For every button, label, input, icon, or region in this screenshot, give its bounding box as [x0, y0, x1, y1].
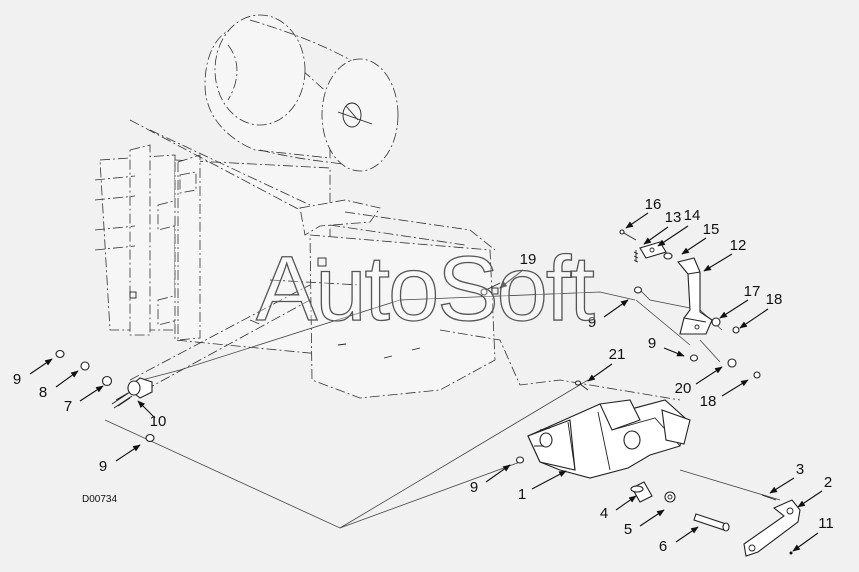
callout-label-c19: 19 [520, 251, 537, 268]
phantom-linkage-rod [129, 284, 311, 391]
phantom-reel-assembly [204, 14, 399, 172]
callout-arrow-c12 [703, 253, 733, 272]
callout-label-c2: 2 [824, 474, 832, 491]
part-2-clamp-plate [743, 499, 801, 557]
callout-label-c20: 20 [675, 380, 692, 397]
callout-arrow-c9a [29, 358, 53, 375]
assembly-lines [104, 287, 781, 529]
part-6-bolt [693, 513, 730, 532]
callout-arrow-c18a [739, 308, 769, 329]
part-9-nut-bracket [515, 456, 525, 464]
callout-label-c9d: 9 [588, 314, 596, 331]
callout-arrow-c13 [643, 226, 669, 245]
part-5-washer [664, 491, 676, 503]
part-15-bushing [663, 252, 673, 260]
part-9-nut-left [55, 349, 65, 359]
callout-arrow-c1 [531, 470, 567, 490]
part-4-spacer [630, 481, 653, 503]
part-7-lock-left [101, 375, 113, 387]
callout-label-c8: 8 [39, 384, 47, 401]
callout-label-c7: 7 [64, 398, 72, 415]
watermark-logo: AutoSoft [256, 238, 594, 340]
part-19-bolt [480, 282, 501, 296]
part-9-nut-upper [633, 286, 643, 294]
callout-label-c6: 6 [659, 538, 667, 555]
callout-label-c9a: 9 [13, 371, 21, 388]
callout-arrow-c11 [792, 532, 819, 552]
callout-arrow-c4 [615, 495, 637, 511]
callout-arrow-c20 [695, 366, 723, 385]
callout-label-c12: 12 [730, 237, 747, 254]
callout-label-c13: 13 [665, 209, 682, 226]
callout-arrow-c21 [587, 363, 613, 382]
callout-arrow-c16 [625, 212, 649, 229]
callout-label-c9b: 9 [99, 458, 107, 475]
part-11-nut [789, 551, 793, 555]
callout-arrow-c3 [769, 477, 795, 494]
part-16-screw [619, 229, 637, 241]
part-8-washer-left [80, 361, 90, 371]
phantom-panel-center [269, 199, 681, 401]
callout-label-c5: 5 [624, 521, 632, 538]
part-18-nut-lower [753, 371, 761, 379]
callout-arrow-c7 [79, 385, 104, 402]
callout-label-c11: 11 [818, 515, 834, 532]
part-13-block [639, 241, 667, 259]
callout-arrow-c9e [663, 347, 685, 357]
part-9-nut-right [689, 354, 699, 362]
callout-label-c14: 14 [684, 207, 701, 224]
callout-label-c3: 3 [796, 461, 804, 478]
callout-arrow-c15 [681, 237, 707, 255]
callout-label-c10: 10 [150, 413, 167, 430]
callout-arrow-c9d [603, 299, 629, 318]
callout-label-c1: 1 [518, 486, 526, 503]
callout-label-c18a: 18 [766, 291, 783, 308]
callout-arrow-c6 [675, 526, 699, 543]
part-20-washer [727, 358, 737, 368]
callout-label-c21: 21 [609, 346, 626, 363]
callout-label-c18b: 18 [700, 393, 717, 410]
part-17-washer [711, 317, 721, 327]
callout-arrow-c18b [721, 379, 749, 397]
part-14-spring [633, 250, 639, 263]
drawing-code: D00734 [82, 494, 117, 505]
part-3-pin [761, 494, 777, 501]
callout-arrow-c9b [115, 444, 141, 462]
callout-label-c17: 17 [744, 283, 761, 300]
callout-arrow-c17 [719, 299, 749, 319]
callout-arrow-c9c [485, 464, 511, 483]
callout-label-c16: 16 [645, 196, 662, 213]
callout-arrow-c5 [639, 509, 665, 527]
part-12-bracket [677, 257, 713, 335]
part-1-main-bracket [527, 399, 691, 479]
callout-label-c4: 4 [600, 505, 608, 522]
part-10-rod-end [111, 377, 153, 409]
callout-arrow-c2 [797, 490, 823, 508]
callout-arrow-c19 [499, 269, 524, 289]
callout-arrow-c8 [55, 370, 79, 388]
callout-arrow-c10 [137, 400, 156, 419]
part-21-bolt [574, 380, 589, 391]
callout-arrow-c14 [657, 225, 689, 247]
callout-label-c9e: 9 [648, 335, 656, 352]
phantom-frame-left [94, 119, 331, 356]
callout-label-c15: 15 [703, 221, 720, 238]
part-18-nut-upper [732, 326, 740, 334]
part-9-nut-lower-left [145, 433, 155, 443]
callout-label-c9c: 9 [470, 479, 478, 496]
